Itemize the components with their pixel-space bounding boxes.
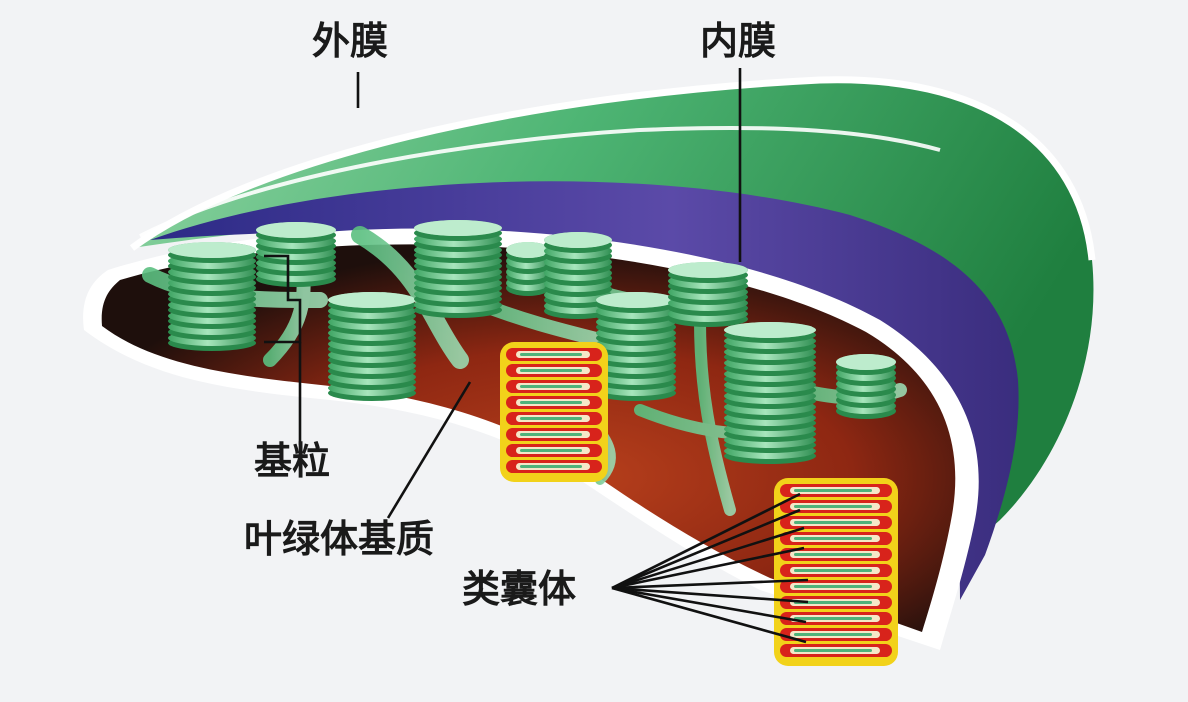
thylakoid-lumen-core [794, 553, 872, 556]
leader-granum-bracket [264, 254, 302, 344]
thylakoid-stack [500, 342, 608, 482]
granum-top [328, 292, 416, 308]
thylakoid-lumen-core [794, 633, 872, 636]
thylakoid-lumen-core [520, 417, 582, 420]
leader-thylakoid [611, 492, 801, 590]
leader-stroma [386, 381, 472, 519]
thylakoid-lumen-core [794, 505, 872, 508]
thylakoid-lumen-core [794, 601, 872, 604]
label-stroma: 叶绿体基质 [244, 517, 434, 561]
leader-thylakoid [611, 546, 805, 590]
granum-stack [544, 232, 612, 319]
thylakoid-lumen-core [794, 649, 872, 652]
granum-stack [168, 242, 256, 351]
leader-thylakoid [611, 578, 809, 590]
thylakoid-lumen-core [520, 369, 582, 372]
granum-top [724, 322, 816, 338]
granum-stack [328, 292, 416, 401]
granum-top [506, 242, 550, 258]
granum-top [256, 222, 336, 238]
thylakoid-lumen-core [794, 489, 872, 492]
leader-thylakoid [611, 586, 809, 604]
label-thylakoid: 类囊体 [462, 567, 576, 611]
granum-stack [256, 222, 336, 287]
thylakoid-lumen-core [520, 433, 582, 436]
thylakoid-lumen-core [520, 465, 582, 468]
leader-lines [264, 68, 809, 644]
thylakoid-lumen-core [520, 353, 582, 356]
label-outer-membrane: 外膜 [312, 19, 388, 63]
thylakoid-lumen-core [794, 617, 872, 620]
granum-stack [596, 292, 676, 401]
leader-thylakoid [611, 526, 805, 590]
granum-top [414, 220, 502, 236]
thylakoid-lumen-core [794, 569, 872, 572]
label-inner-membrane: 内膜 [700, 19, 776, 63]
thylakoid-lumen-core [520, 385, 582, 388]
thylakoid-lumen-core [794, 537, 872, 540]
granum-top [168, 242, 256, 258]
thylakoid-lumen-core [794, 585, 872, 588]
leader-thylakoid [611, 508, 801, 590]
grana-stacks [168, 220, 896, 464]
thylakoid-stack [774, 478, 898, 666]
thylakoid-lumen-core [794, 521, 872, 524]
granum-stack [668, 262, 748, 327]
granum-top [836, 354, 896, 370]
granum-stack [506, 242, 550, 296]
labels: 外膜 内膜 基粒 叶绿体基质 类囊体 [244, 19, 776, 611]
granum-top [668, 262, 748, 278]
granum-top [596, 292, 676, 308]
leader-thylakoid [611, 586, 807, 644]
thylakoid-lumen-core [520, 449, 582, 452]
granum-stack [724, 322, 816, 464]
granum-stack [414, 220, 502, 318]
granum-stack [836, 354, 896, 419]
thylakoid-sections [500, 342, 898, 666]
label-granum: 基粒 [254, 439, 330, 483]
granum-top [544, 232, 612, 248]
leader-thylakoid [611, 586, 807, 624]
leader-thylakoid-fan [611, 492, 809, 644]
thylakoid-lumen-core [520, 401, 582, 404]
